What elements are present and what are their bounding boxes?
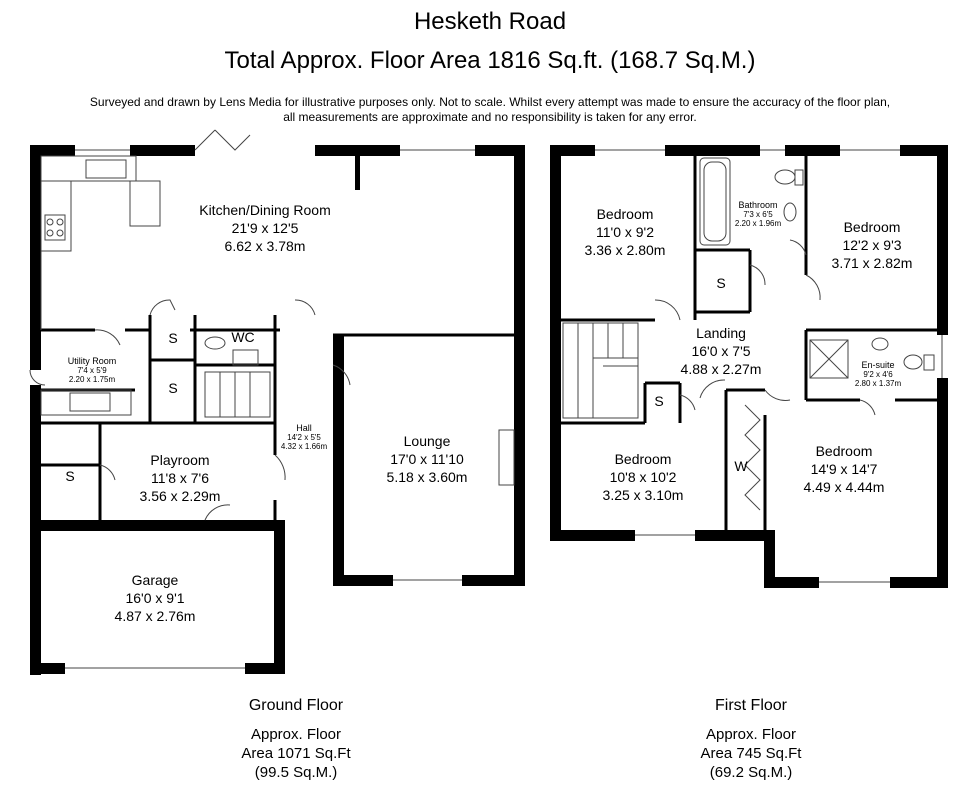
first-floor-partitions bbox=[561, 156, 937, 530]
store-s2-label: S bbox=[168, 380, 178, 396]
lounge-metric: 5.18 x 3.60m bbox=[386, 469, 468, 485]
hall-imperial: 14'2 x 5'5 bbox=[287, 433, 321, 442]
first-floor-area-line-1: Approx. Floor bbox=[705, 726, 797, 743]
utility-room-metric: 2.20 x 1.75m bbox=[68, 375, 116, 384]
bedroom-2-name: Bedroom bbox=[843, 219, 901, 235]
disclaimer-line-2: all measurements are approximate and no … bbox=[283, 110, 697, 124]
disclaimer: Surveyed and drawn by Lens Media for ill… bbox=[0, 95, 980, 125]
bedroom-4-name: Bedroom bbox=[815, 443, 873, 459]
garage-label: Garage 16'0 x 9'1 4.87 x 2.76m bbox=[85, 571, 225, 625]
plan-title: Hesketh Road bbox=[413, 8, 567, 35]
landing-metric: 4.88 x 2.27m bbox=[680, 361, 762, 377]
bedroom-2-imperial: 12'2 x 9'3 bbox=[842, 237, 902, 253]
bedroom-3-label: Bedroom 10'8 x 10'2 3.25 x 3.10m bbox=[573, 450, 713, 504]
first-floor-title: First Floor bbox=[715, 697, 787, 714]
playroom-imperial: 11'8 x 7'6 bbox=[150, 470, 210, 486]
lounge-imperial: 17'0 x 11'10 bbox=[390, 451, 464, 467]
store-s3-label: S bbox=[65, 468, 75, 484]
ensuite-metric: 2.80 x 1.37m bbox=[854, 379, 902, 388]
ensuite-imperial: 9'2 x 4'6 bbox=[863, 370, 893, 379]
garage-metric: 4.87 x 2.76m bbox=[114, 608, 196, 624]
first-floor-walls bbox=[550, 145, 948, 588]
kitchen-dining-name: Kitchen/Dining Room bbox=[199, 202, 331, 218]
hall-name: Hall bbox=[296, 423, 312, 433]
ground-floor-fixtures bbox=[29, 129, 515, 669]
landing-name: Landing bbox=[696, 325, 746, 341]
bedroom-3-metric: 3.25 x 3.10m bbox=[602, 487, 684, 503]
bedroom-3-imperial: 10'8 x 10'2 bbox=[609, 469, 677, 485]
playroom-metric: 3.56 x 2.29m bbox=[139, 488, 221, 504]
bedroom-4-label: Bedroom 14'9 x 14'7 4.49 x 4.44m bbox=[774, 442, 914, 496]
utility-room-name: Utility Room bbox=[67, 356, 117, 366]
ground-floor-walls bbox=[30, 145, 525, 675]
kitchen-dining-metric: 6.62 x 3.78m bbox=[224, 238, 306, 254]
landing-imperial: 16'0 x 7'5 bbox=[691, 343, 751, 359]
garage-name: Garage bbox=[131, 572, 179, 588]
utility-room-imperial: 7'4 x 5'9 bbox=[77, 366, 107, 375]
total-floor-area: Total Approx. Floor Area 1816 Sq.ft. (16… bbox=[224, 47, 756, 74]
wardrobe-label: W bbox=[734, 458, 748, 474]
landing-label: Landing 16'0 x 7'5 4.88 x 2.27m bbox=[651, 324, 791, 378]
first-floor-store-s1-label: S bbox=[716, 275, 726, 291]
ground-floor-area-line-3: (99.5 Sq.M.) bbox=[254, 764, 338, 781]
bathroom-imperial: 7'3 x 6'5 bbox=[743, 210, 773, 219]
bedroom-4-metric: 4.49 x 4.44m bbox=[803, 479, 885, 495]
playroom-label: Playroom 11'8 x 7'6 3.56 x 2.29m bbox=[110, 451, 250, 505]
bedroom-3-name: Bedroom bbox=[614, 451, 672, 467]
bedroom-4-imperial: 14'9 x 14'7 bbox=[810, 461, 878, 477]
garage-imperial: 16'0 x 9'1 bbox=[125, 590, 185, 606]
lounge-name: Lounge bbox=[403, 433, 451, 449]
bedroom-2-metric: 3.71 x 2.82m bbox=[831, 255, 913, 271]
first-floor-store-s2-label: S bbox=[654, 393, 664, 409]
bathroom-label: Bathroom 7'3 x 6'5 2.20 x 1.96m bbox=[728, 200, 788, 228]
ground-floor-title: Ground Floor bbox=[248, 697, 344, 714]
bathroom-name: Bathroom bbox=[738, 200, 778, 210]
first-floor-area: Approx. Floor Area 745 Sq.Ft (69.2 Sq.M.… bbox=[651, 725, 851, 782]
ensuite-label: En-suite 9'2 x 4'6 2.80 x 1.37m bbox=[848, 360, 908, 388]
hall-metric: 4.32 x 1.66m bbox=[280, 442, 328, 451]
lounge-label: Lounge 17'0 x 11'10 5.18 x 3.60m bbox=[357, 432, 497, 486]
hall-label: Hall 14'2 x 5'5 4.32 x 1.66m bbox=[278, 423, 330, 451]
bedroom-1-imperial: 11'0 x 9'2 bbox=[595, 224, 655, 240]
ground-floor-area-line-1: Approx. Floor bbox=[250, 726, 342, 743]
disclaimer-line-1: Surveyed and drawn by Lens Media for ill… bbox=[89, 95, 891, 109]
bathroom-metric: 2.20 x 1.96m bbox=[734, 219, 782, 228]
utility-room-label: Utility Room 7'4 x 5'9 2.20 x 1.75m bbox=[52, 356, 132, 384]
wc-label: WC bbox=[231, 329, 255, 345]
first-floor-area-line-2: Area 745 Sq.Ft bbox=[700, 745, 802, 762]
bedroom-1-label: Bedroom 11'0 x 9'2 3.36 x 2.80m bbox=[555, 205, 695, 259]
store-s1-label: S bbox=[168, 330, 178, 346]
first-floor-fixtures bbox=[562, 149, 943, 583]
ground-floor-area: Approx. Floor Area 1071 Sq.Ft (99.5 Sq.M… bbox=[196, 725, 396, 782]
bedroom-1-name: Bedroom bbox=[596, 206, 654, 222]
bedroom-2-label: Bedroom 12'2 x 9'3 3.71 x 2.82m bbox=[802, 218, 942, 272]
bedroom-1-metric: 3.36 x 2.80m bbox=[584, 242, 666, 258]
ensuite-name: En-suite bbox=[861, 360, 895, 370]
playroom-name: Playroom bbox=[150, 452, 210, 468]
first-floor-area-line-3: (69.2 Sq.M.) bbox=[709, 764, 793, 781]
kitchen-dining-imperial: 21'9 x 12'5 bbox=[231, 220, 299, 236]
ground-floor-area-line-2: Area 1071 Sq.Ft bbox=[241, 745, 351, 762]
kitchen-dining-label: Kitchen/Dining Room 21'9 x 12'5 6.62 x 3… bbox=[195, 201, 335, 255]
